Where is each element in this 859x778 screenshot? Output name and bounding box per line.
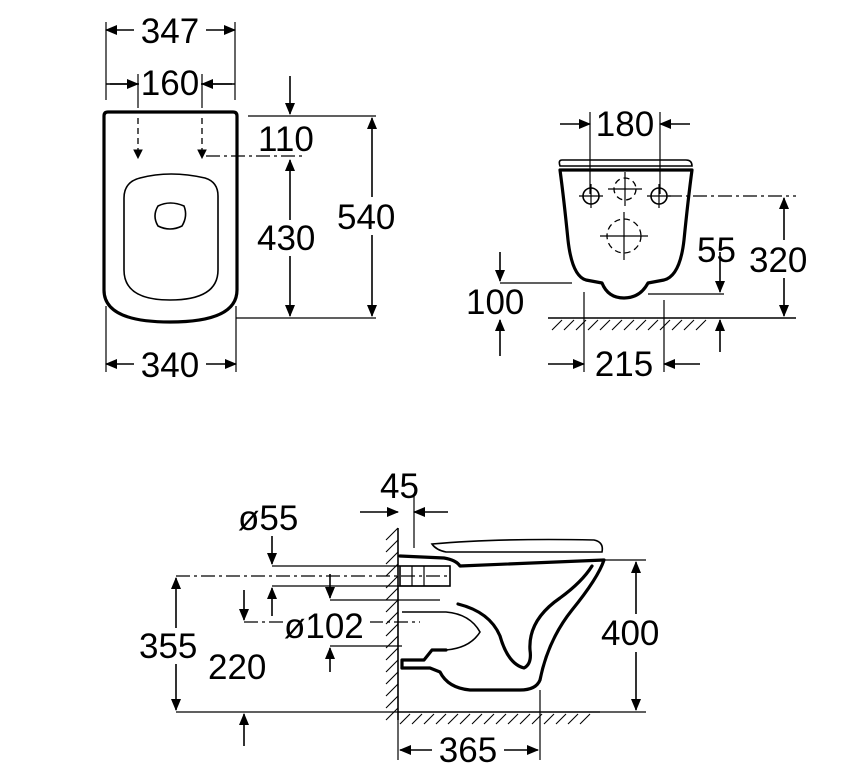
seat-lid xyxy=(558,159,693,167)
dim-340: 340 xyxy=(141,346,199,385)
wall-hatch xyxy=(385,527,399,721)
bowl-top-outline xyxy=(102,110,239,324)
seat-lid-side xyxy=(430,538,604,553)
dim-180: 180 xyxy=(596,105,654,144)
dim-55: 55 xyxy=(697,231,736,270)
dim-320: 320 xyxy=(749,241,807,280)
dim-430: 430 xyxy=(257,219,315,258)
dim-215: 215 xyxy=(595,345,653,384)
dim-100: 100 xyxy=(466,283,524,322)
dim-d55: ø55 xyxy=(238,499,298,538)
outlet-hole-icon xyxy=(600,212,648,260)
fixing-hole-icon xyxy=(579,184,603,208)
dim-160: 160 xyxy=(141,64,199,103)
inlet-hole-icon xyxy=(608,172,642,206)
rear-view: 180 xyxy=(466,105,820,384)
bowl-rear-outline xyxy=(558,168,694,300)
dim-540: 540 xyxy=(337,198,395,237)
fixing-hole-icon xyxy=(647,184,671,208)
dim-365: 365 xyxy=(439,731,497,770)
trap-path xyxy=(456,564,594,670)
dim-355: 355 xyxy=(139,627,197,666)
rinse-hole xyxy=(154,202,187,230)
dim-220: 220 xyxy=(208,648,266,687)
dim-45: 45 xyxy=(380,467,419,506)
dim-d102: ø102 xyxy=(284,607,364,646)
dim-347: 347 xyxy=(141,12,199,51)
side-view: 45 ø55 ø102 355 220 400 365 xyxy=(138,467,672,770)
floor-hatch xyxy=(399,713,591,725)
top-view: 347 160 110 430 540 340 xyxy=(102,12,408,385)
bowl-opening xyxy=(123,173,219,301)
dim-400: 400 xyxy=(601,614,659,653)
dim-110: 110 xyxy=(258,120,314,159)
floor-hatch xyxy=(551,319,707,331)
bowl-side-outline xyxy=(398,554,606,692)
